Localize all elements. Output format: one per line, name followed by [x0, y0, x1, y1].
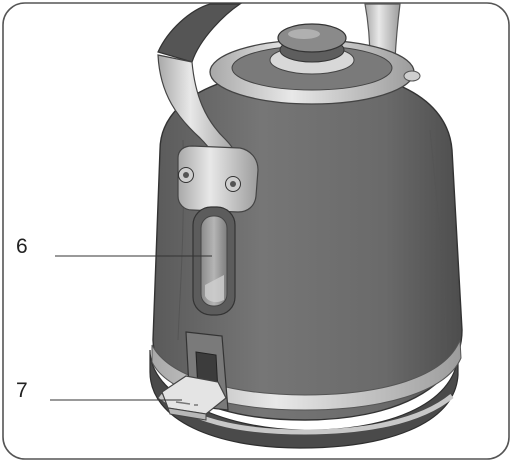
handle-mount-plate	[177, 145, 259, 213]
handle-grip	[157, 3, 242, 63]
callout-number-7: 7	[16, 379, 28, 402]
body-contour-right	[429, 129, 447, 351]
on-off-switch-edge	[167, 407, 207, 421]
lid-latch	[403, 70, 421, 82]
mount-screw-left-center	[183, 172, 189, 178]
water-level-window-reflection	[205, 275, 224, 303]
chrome-band	[151, 339, 462, 411]
switch-marking	[175, 401, 198, 406]
callout-number-6: 6	[16, 235, 28, 258]
lid-knob-highlight	[288, 29, 320, 39]
mount-screw-right-center	[230, 181, 236, 187]
